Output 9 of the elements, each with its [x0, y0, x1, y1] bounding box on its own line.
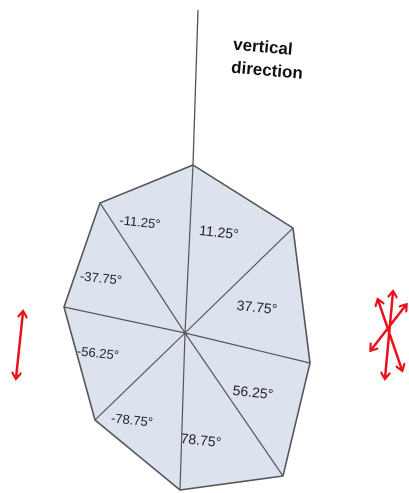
angle-label: -11.25° — [118, 212, 162, 232]
angle-label: -78.75° — [110, 410, 154, 430]
angle-label: 11.25° — [198, 222, 240, 242]
direction-label: vertical direction — [230, 34, 305, 85]
angle-label: -56.25° — [76, 343, 120, 363]
angle-label: -37.75° — [79, 268, 123, 288]
angle-label: 37.75° — [236, 296, 278, 318]
angle-label: 56.25° — [232, 382, 274, 402]
angle-label: 78.75° — [180, 430, 222, 450]
